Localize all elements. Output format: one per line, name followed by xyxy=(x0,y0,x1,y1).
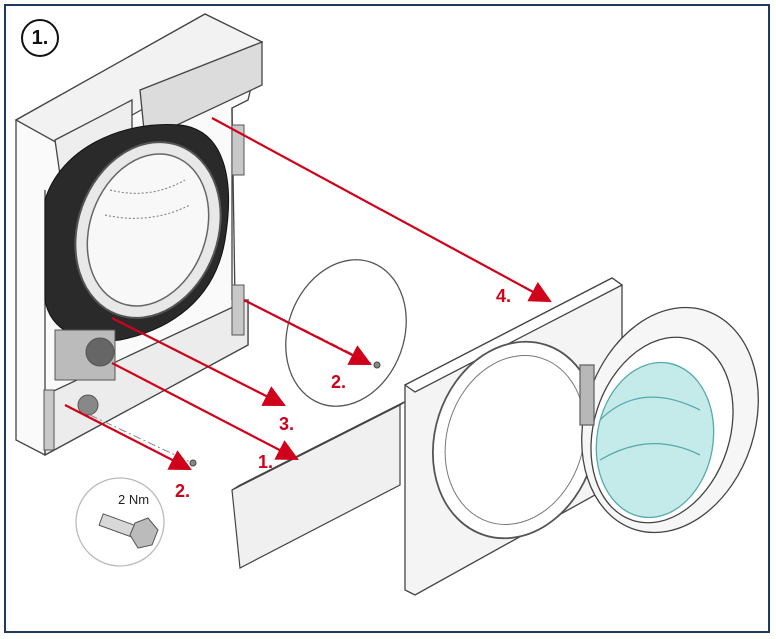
callout-front-panel: 4. xyxy=(496,286,512,306)
callout-hinge-screw: 2. xyxy=(331,372,347,392)
door-seal-ring xyxy=(285,259,407,407)
hinge-brackets xyxy=(43,124,245,451)
arrow-door-seal-ring xyxy=(111,317,286,406)
diagram-frame xyxy=(4,4,770,633)
drum-housing xyxy=(44,123,230,342)
arrow-lower-screw xyxy=(64,404,192,471)
step-number-badge: 1. xyxy=(21,19,59,57)
front-panel xyxy=(403,277,624,596)
callout-lower-screw: 2. xyxy=(175,481,191,501)
callout-kick-plate: 1. xyxy=(258,452,274,472)
arrow-hinge-screw xyxy=(243,299,372,365)
torque-label: 2 Nm xyxy=(118,492,150,507)
door-assembly xyxy=(579,306,759,534)
lower-internals xyxy=(54,329,116,416)
kick-plate xyxy=(231,399,409,569)
arrow-front-panel xyxy=(211,117,552,303)
bolt-detail-inset xyxy=(75,477,165,567)
arrow-kick-plate xyxy=(111,362,299,461)
callout-door-seal-ring: 3. xyxy=(279,414,295,434)
